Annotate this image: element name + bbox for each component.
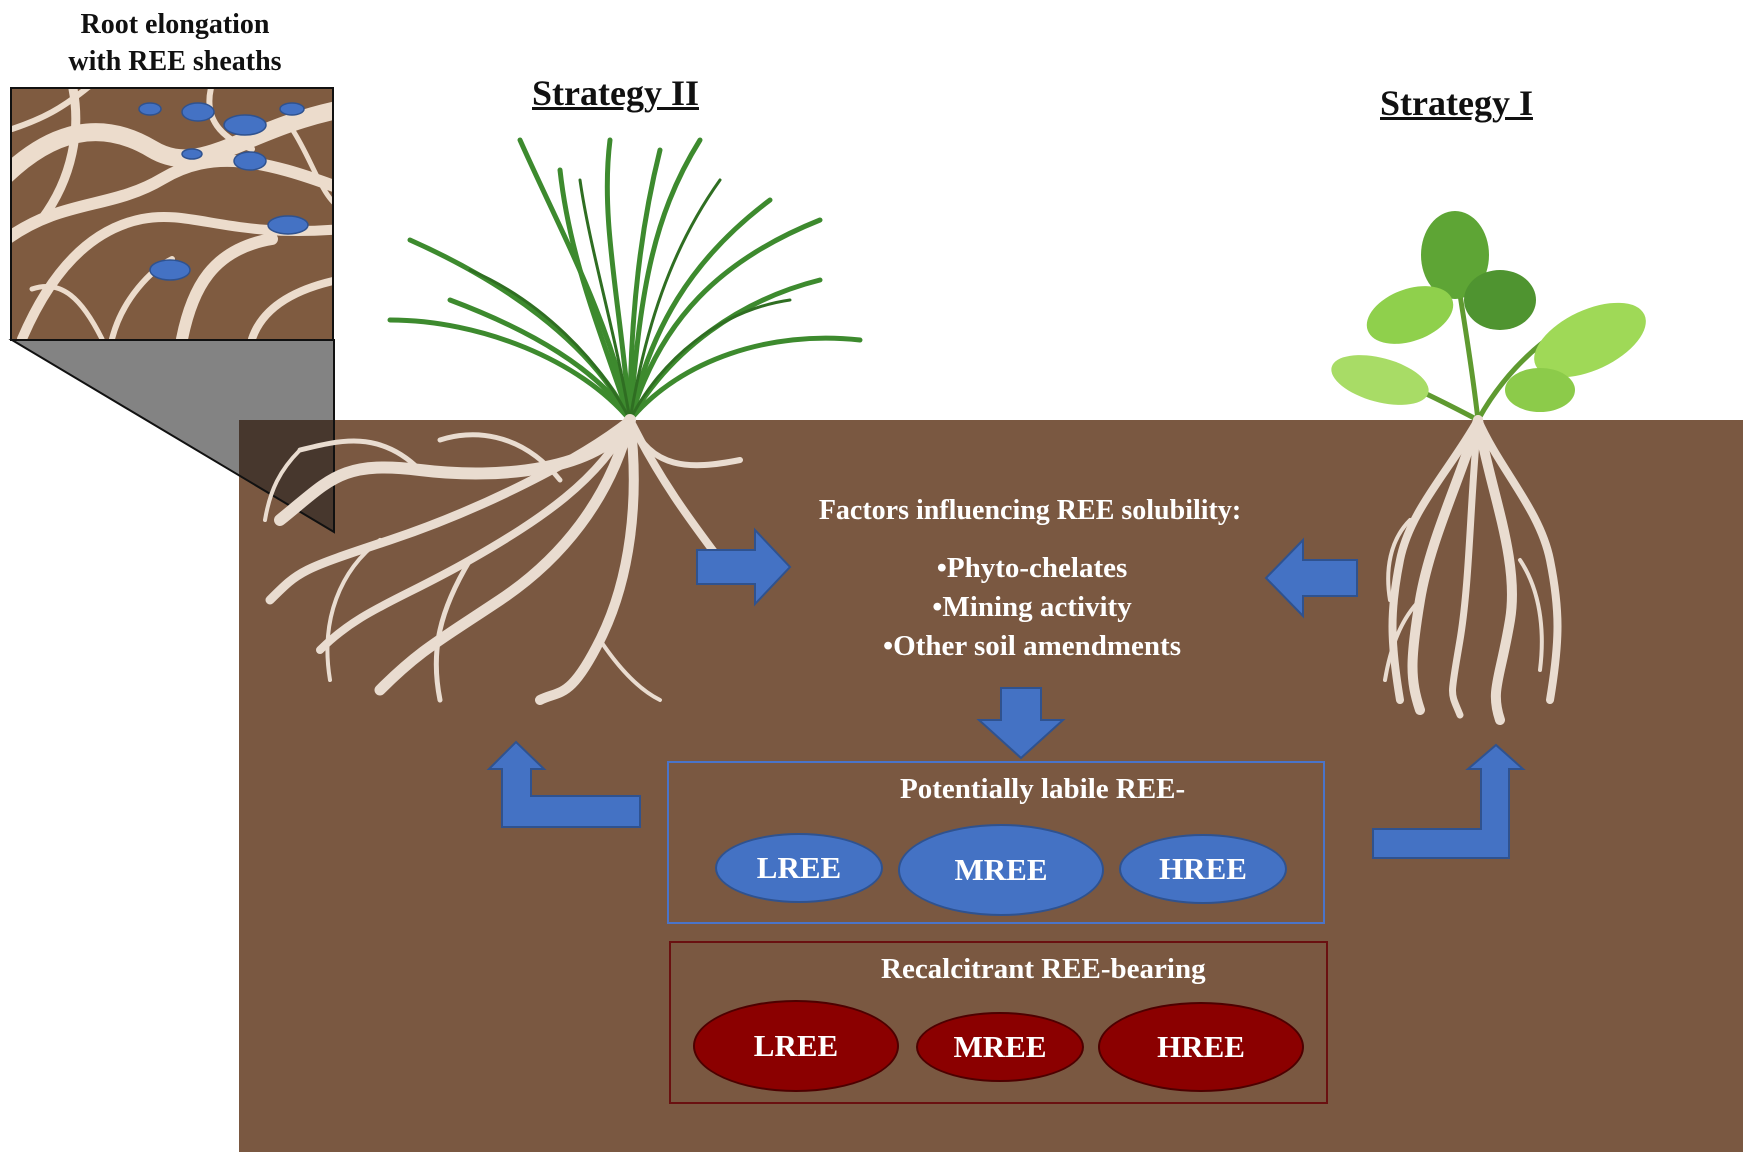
arrow-left-icon	[1264, 537, 1358, 619]
recalcitrant-box-title: Recalcitrant REE-bearing	[881, 953, 1206, 985]
recalcitrant-ree-box	[669, 941, 1328, 1104]
factors-title: Factors influencing REE solubility:	[818, 495, 1242, 526]
ree-sheath-dots	[138, 102, 309, 281]
strategy-ii-title: Strategy II	[532, 73, 699, 113]
leaf	[1421, 211, 1489, 299]
inset-title: Root elongation with REE sheaths	[30, 6, 320, 80]
factor-item: •Mining activity	[932, 591, 1132, 623]
inset-title-line2: with REE sheaths	[68, 46, 282, 77]
arrow-bent-up-left-icon	[486, 740, 641, 828]
labile-ree-box	[667, 761, 1325, 924]
labile-box-title: Potentially labile REE-	[900, 773, 1186, 805]
recalcitrant-hree-ellipse: HREE	[1098, 1002, 1304, 1092]
arrow-right-icon	[696, 527, 792, 607]
labile-lree-ellipse: LREE	[715, 833, 883, 903]
recalcitrant-mree-ellipse: MREE	[916, 1012, 1084, 1082]
factor-item: •Phyto-chelates	[936, 552, 1128, 584]
inset-root-closeup	[10, 87, 334, 341]
labile-mree-ellipse: MREE	[898, 824, 1104, 916]
arrow-bent-up-right-icon	[1372, 743, 1526, 859]
factor-item: •Other soil amendments	[882, 630, 1181, 662]
arrow-down-icon	[976, 687, 1066, 760]
root-sheath-illustration	[12, 89, 332, 339]
strategy-i-title: Strategy I	[1380, 83, 1533, 123]
labile-hree-ellipse: HREE	[1119, 834, 1287, 904]
recalcitrant-lree-ellipse: LREE	[693, 1000, 899, 1092]
inset-title-line1: Root elongation	[80, 9, 270, 40]
